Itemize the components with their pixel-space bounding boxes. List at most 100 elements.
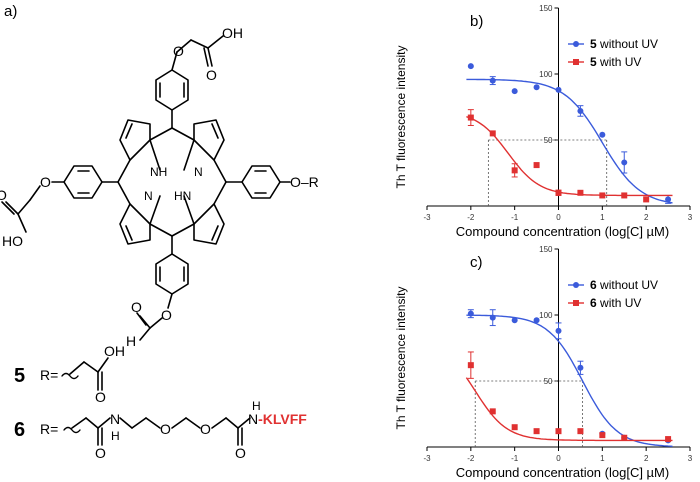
x-tick-label: -3 <box>423 213 431 222</box>
compound-5-r-group <box>61 357 109 391</box>
data-point <box>533 162 540 169</box>
x-tick-label: 0 <box>556 454 561 463</box>
data-point <box>599 192 606 199</box>
legend-entry: 6 without UV <box>590 278 658 292</box>
data-point <box>577 364 584 371</box>
fit-curve-series-0 <box>466 78 673 204</box>
panel-label: b) <box>470 13 483 30</box>
data-point <box>555 189 562 196</box>
x-tick-label: 2 <box>644 213 649 222</box>
compound-6-r-equals: R= <box>40 421 58 437</box>
right-phenyl-ring <box>225 165 291 199</box>
data-point <box>621 192 628 199</box>
y-tick-label: 100 <box>539 70 553 79</box>
compound-6-amide-h: H <box>111 429 120 443</box>
data-point <box>489 314 496 321</box>
top-acid-arm <box>171 35 224 71</box>
data-point <box>621 434 628 441</box>
data-point <box>665 436 672 443</box>
data-point <box>467 362 474 369</box>
x-tick-label: -1 <box>511 454 519 463</box>
right-o-r-label: O–R <box>290 174 319 190</box>
legend-condition: without UV <box>597 37 658 51</box>
data-point <box>511 424 518 431</box>
y-tick-label: 100 <box>539 311 553 320</box>
compound-5-r-equals: R= <box>40 367 58 383</box>
data-point <box>511 317 518 324</box>
bottom-h-label: H <box>126 333 136 349</box>
left-phenyl-ring <box>51 165 119 199</box>
x-tick-label: 1 <box>600 213 605 222</box>
left-ho-label: HO <box>2 233 23 249</box>
bottom-carbonyl-o: O <box>131 299 142 315</box>
legend-condition: without UV <box>597 278 658 292</box>
x-tick-label: 3 <box>688 454 693 463</box>
fit-curve-series-1 <box>465 377 673 442</box>
chemical-structure-panel: a) O OH O NH HN N N O O HO O–R O O H 5 R… <box>0 3 319 461</box>
data-point <box>467 114 474 121</box>
x-tick-label: 3 <box>688 213 693 222</box>
data-point <box>489 130 496 137</box>
data-point <box>533 317 540 324</box>
data-point <box>599 432 606 439</box>
x-tick-label: -3 <box>423 454 431 463</box>
left-o-label: O <box>40 174 51 190</box>
data-point <box>555 327 562 334</box>
left-acid-arm <box>1 185 41 233</box>
nh-label: NH <box>150 165 167 179</box>
x-tick-label: -2 <box>467 454 475 463</box>
bottom-aldehyde-arm <box>136 312 163 341</box>
compound-5-o-label: O <box>95 389 106 405</box>
panel-a-label: a) <box>4 3 17 20</box>
data-point <box>599 131 606 138</box>
top-carbonyl-o: O <box>206 67 217 83</box>
hn-label: HN <box>174 189 191 203</box>
top-phenyl-ring <box>155 69 189 129</box>
compound-6-amide-n: N <box>110 411 120 427</box>
data-point <box>489 408 496 415</box>
data-point <box>511 88 518 95</box>
compound-5-number: 5 <box>14 365 25 387</box>
legend-condition: with UV <box>597 296 642 310</box>
data-point <box>665 196 672 203</box>
legend-compound-number: 5 <box>590 37 597 51</box>
x-axis-label: Compound concentration (log[C] µM) <box>456 224 669 239</box>
compound-6-carbonyl-o1: O <box>95 445 106 461</box>
data-point <box>533 428 540 435</box>
data-point <box>467 310 474 317</box>
data-point <box>489 77 496 84</box>
y-axis-label: Th T fluorescence intensity <box>394 287 408 430</box>
data-point <box>533 84 540 91</box>
legend-marker <box>573 282 579 288</box>
n-top-label: N <box>194 165 203 179</box>
x-tick-label: 1 <box>600 454 605 463</box>
left-carbonyl-o: O <box>0 187 7 203</box>
bottom-o-label: O <box>161 307 172 323</box>
y-axis-label: Th T fluorescence intensity <box>394 46 408 189</box>
compound-6-peptide-label: N-KLVFF <box>248 411 307 427</box>
data-point <box>555 428 562 435</box>
data-point <box>643 196 650 203</box>
x-tick-label: 0 <box>556 213 561 222</box>
n-bottom-label: N <box>144 189 153 203</box>
data-point <box>621 159 628 166</box>
legend-marker <box>573 41 579 47</box>
legend-entry: 6 with UV <box>590 296 641 310</box>
x-axis-label: Compound concentration (log[C] µM) <box>456 465 669 480</box>
x-tick-label: 2 <box>644 454 649 463</box>
legend-compound-number: 5 <box>590 55 597 69</box>
x-tick-label: -1 <box>511 213 519 222</box>
compound-6-r-group <box>63 417 251 446</box>
data-point <box>577 189 584 196</box>
compound-6-carbonyl-o2: O <box>235 445 246 461</box>
y-tick-label: 150 <box>539 245 553 254</box>
fit-curve-series-1 <box>466 116 673 197</box>
peptide-n: N <box>248 411 258 427</box>
legend-marker <box>573 59 579 65</box>
panel-label: c) <box>470 254 483 271</box>
x-tick-label: -2 <box>467 213 475 222</box>
data-point <box>577 107 584 114</box>
y-tick-label: 150 <box>539 4 553 13</box>
